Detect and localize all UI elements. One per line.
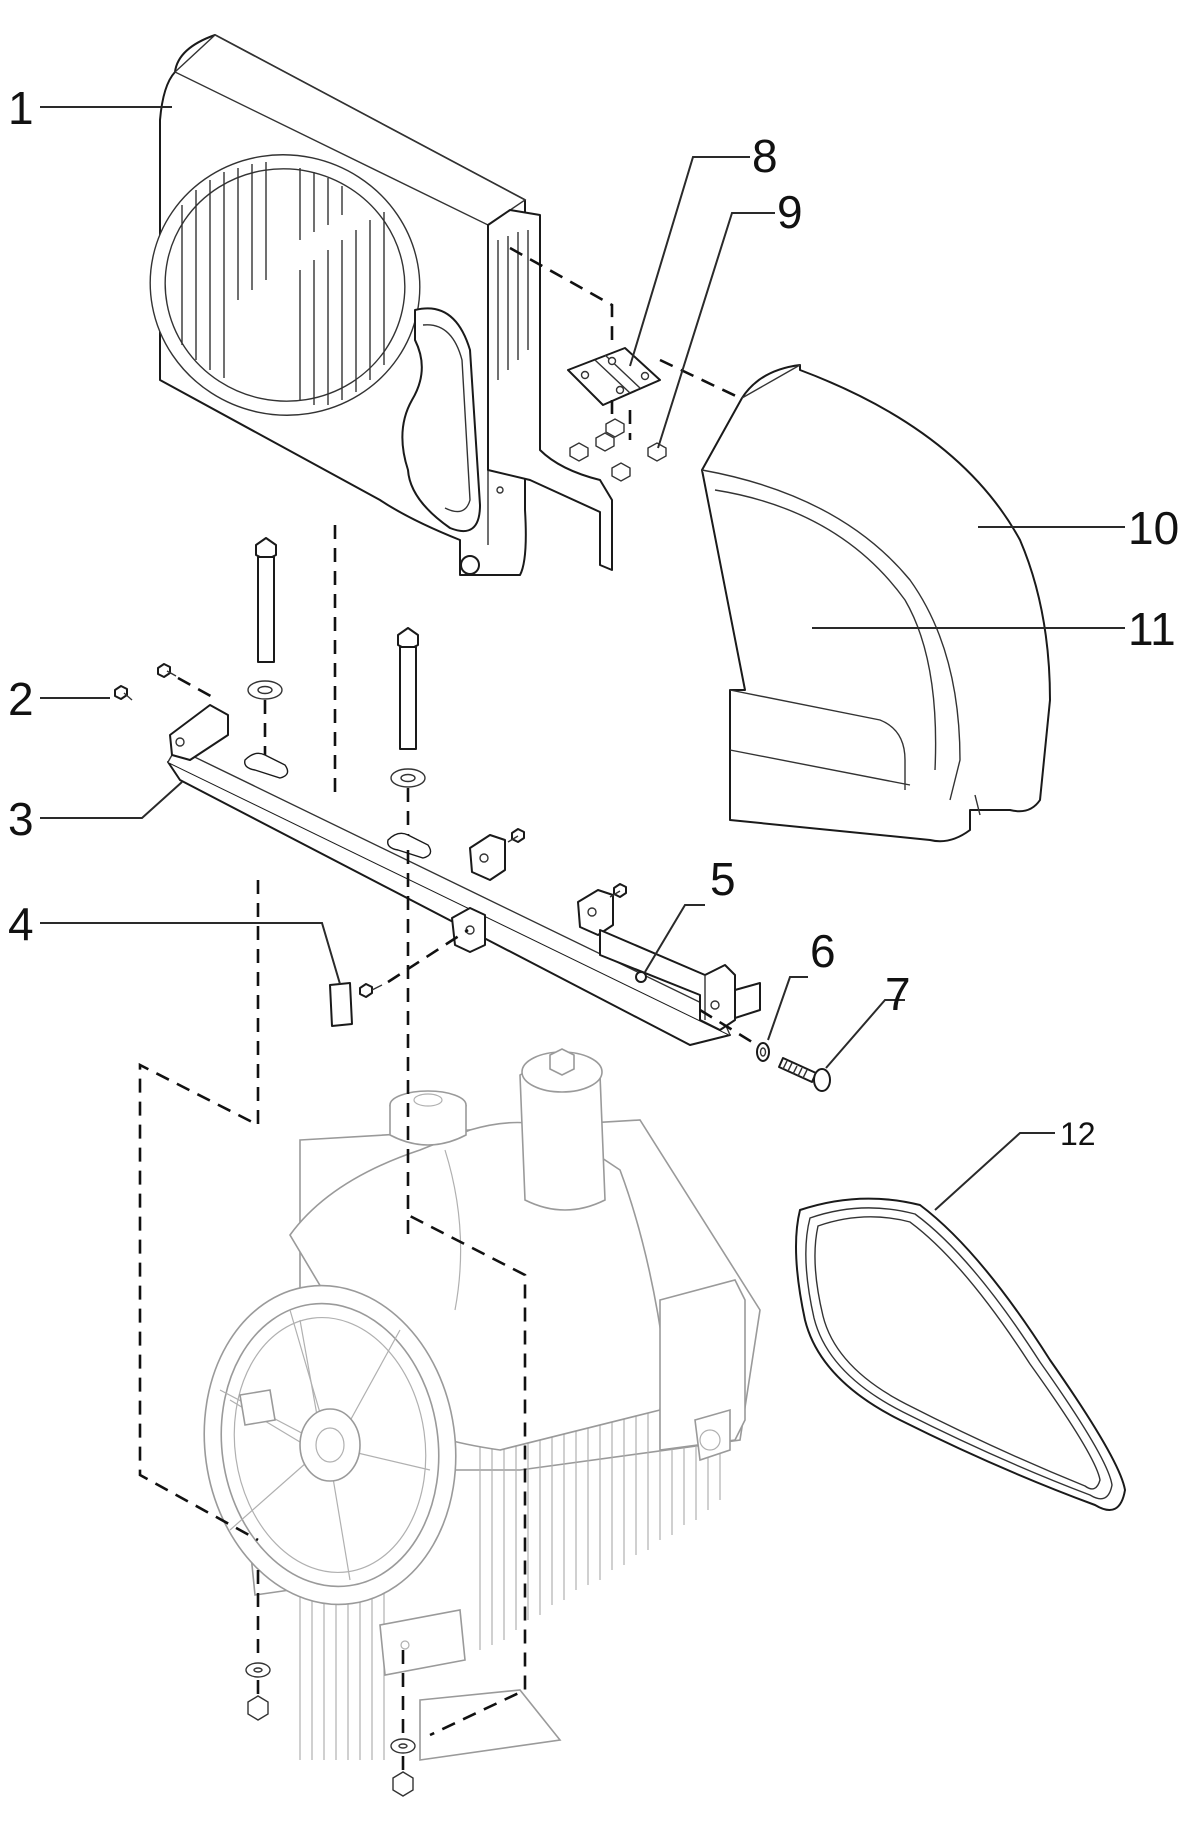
leader-3 bbox=[40, 781, 183, 819]
leader-4 bbox=[40, 922, 341, 985]
callout-5: 5 bbox=[710, 853, 736, 905]
plate-icon bbox=[329, 982, 353, 1027]
nut-icon bbox=[569, 418, 667, 482]
callout-3: 3 bbox=[8, 793, 34, 845]
callout-10: 10 bbox=[1128, 502, 1179, 554]
callout-6: 6 bbox=[810, 925, 836, 977]
washer-icon bbox=[756, 1042, 770, 1062]
bracket-icon bbox=[167, 704, 736, 1046]
leader-8 bbox=[629, 156, 750, 367]
callout-7: 7 bbox=[885, 968, 911, 1020]
nut-icon bbox=[635, 971, 647, 983]
leader-9 bbox=[657, 212, 775, 449]
bolt-icon bbox=[247, 537, 426, 788]
leader-lines bbox=[40, 106, 1125, 1211]
flywheel-icon bbox=[203, 1149, 462, 1606]
fan-guard-icon bbox=[149, 34, 613, 576]
screw-icon bbox=[114, 663, 627, 998]
bolt-icon bbox=[778, 1057, 831, 1092]
leader-6 bbox=[767, 976, 808, 1041]
leader-7 bbox=[825, 999, 905, 1069]
callout-1: 1 bbox=[8, 82, 34, 134]
hinge-icon bbox=[567, 347, 661, 406]
callout-4: 4 bbox=[8, 898, 34, 950]
leader-12 bbox=[934, 1132, 1055, 1211]
callout-9: 9 bbox=[777, 186, 803, 238]
nut-icon bbox=[245, 1662, 416, 1797]
callout-11: 11 bbox=[1128, 603, 1176, 655]
v-belt-icon bbox=[795, 1197, 1126, 1511]
callout-8: 8 bbox=[752, 130, 778, 182]
callout-2: 2 bbox=[8, 673, 34, 725]
belt-cover-icon bbox=[701, 364, 1051, 843]
callout-12: 12 bbox=[1060, 1116, 1096, 1152]
leader-5 bbox=[644, 904, 705, 973]
callout-labels: 1 2 3 4 5 6 7 8 9 10 11 12 bbox=[8, 82, 1179, 1152]
